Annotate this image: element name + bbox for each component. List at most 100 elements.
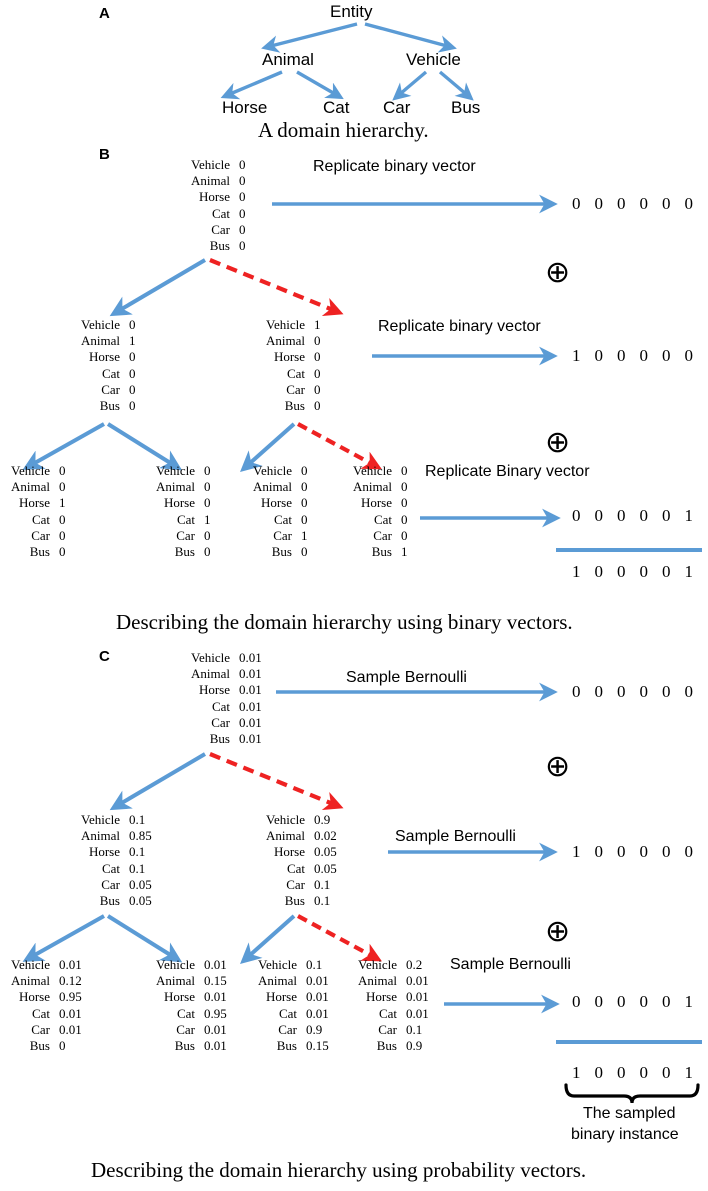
- bit: 0: [662, 682, 671, 701]
- bit: 1: [572, 842, 581, 861]
- label-cat: Cat: [176, 1005, 195, 1021]
- value-bus: 0: [59, 544, 66, 560]
- bit: 0: [684, 682, 694, 701]
- c-l3-sample-arrow: [444, 994, 560, 1014]
- value-vehicle: 0: [401, 463, 408, 478]
- value-car: 1: [301, 527, 308, 543]
- value-cat: 1: [204, 511, 211, 527]
- bit: 0: [662, 346, 671, 365]
- label-vehicle: Vehicle: [191, 650, 230, 665]
- c-sum-vector: 1 0 0 0 0 1: [565, 1063, 700, 1083]
- b-l1-action-label: Replicate binary vector: [313, 158, 476, 175]
- bit: 0: [572, 992, 581, 1011]
- bit: 0: [617, 992, 626, 1011]
- value-bus: 0: [239, 238, 246, 254]
- value-cat: 0: [401, 511, 408, 527]
- label-cat: Cat: [286, 860, 305, 876]
- label-cat: Cat: [378, 1005, 397, 1021]
- label-bus: Bus: [284, 398, 305, 414]
- c-sum-brace: [564, 1083, 700, 1104]
- value-cat: 0: [239, 205, 246, 221]
- value-animal: 0: [314, 333, 321, 349]
- b-sum-vector: 1 0 0 0 0 1: [565, 562, 700, 582]
- label-horse: Horse: [163, 495, 195, 511]
- bit: 0: [617, 346, 626, 365]
- bit: 1: [572, 562, 581, 581]
- label-vehicle: Vehicle: [266, 812, 305, 827]
- label-car: Car: [211, 221, 230, 237]
- label-cat: Cat: [373, 511, 392, 527]
- value-vehicle: 1: [314, 317, 321, 332]
- label-cat: Cat: [176, 511, 195, 527]
- value-vehicle: 0.01: [59, 957, 82, 972]
- value-bus: 0.1: [314, 893, 331, 909]
- b-l2-l3-arrows: [22, 422, 382, 472]
- label-horse: Horse: [360, 495, 392, 511]
- label-animal: Animal: [11, 479, 50, 495]
- b-oplus-1-icon: ⊕: [545, 255, 571, 290]
- value-vehicle: 0: [301, 463, 308, 478]
- tree-node-car: Car: [383, 98, 411, 117]
- label-bus: Bus: [276, 1038, 297, 1054]
- label-horse: Horse: [265, 989, 297, 1005]
- bit: 1: [684, 992, 694, 1011]
- label-cat: Cat: [273, 511, 292, 527]
- bit: 0: [639, 992, 649, 1011]
- tree-node-horse: Horse: [222, 98, 268, 117]
- label-bus: Bus: [174, 544, 195, 560]
- bit: 0: [684, 194, 694, 213]
- bit: 0: [639, 842, 649, 861]
- value-animal: 0.12: [59, 973, 82, 989]
- c-l1-sample-arrow: [276, 682, 558, 702]
- bit: 0: [617, 562, 626, 581]
- label-cat: Cat: [31, 511, 50, 527]
- label-cat: Cat: [211, 205, 230, 221]
- bit: 0: [594, 346, 604, 365]
- value-cat: 0: [59, 511, 66, 527]
- tree-node-animal: Animal: [262, 50, 314, 69]
- label-animal: Animal: [353, 479, 392, 495]
- label-horse: Horse: [88, 349, 120, 365]
- b-l3-replicate-arrow: [420, 508, 561, 528]
- bit: 0: [639, 682, 649, 701]
- c-l2-output-vector: 1 0 0 0 0 0: [565, 842, 700, 862]
- bit: 0: [662, 194, 671, 213]
- value-bus: 0: [314, 398, 321, 414]
- label-animal: Animal: [156, 479, 195, 495]
- label-vehicle: Vehicle: [191, 157, 230, 172]
- value-horse: 0.01: [306, 989, 329, 1005]
- label-car: Car: [273, 527, 292, 543]
- label-cat: Cat: [101, 365, 120, 381]
- value-horse: 0.05: [314, 844, 337, 860]
- value-car: 0: [239, 221, 246, 237]
- label-bus: Bus: [271, 544, 292, 560]
- value-cat: 0: [301, 511, 308, 527]
- b-l2-replicate-arrow: [372, 346, 558, 366]
- b-sum-rule: [556, 548, 702, 552]
- panel-a-caption: A domain hierarchy.: [258, 118, 429, 142]
- label-animal: Animal: [11, 973, 50, 989]
- bit: 0: [662, 842, 671, 861]
- value-bus: 0.9: [406, 1038, 423, 1054]
- value-vehicle: 0: [129, 317, 136, 332]
- label-vehicle: Vehicle: [81, 812, 120, 827]
- label-animal: Animal: [81, 828, 120, 844]
- value-cat: 0.01: [306, 1005, 329, 1021]
- panel-c-letter: C: [99, 648, 110, 665]
- label-vehicle: Vehicle: [358, 957, 397, 972]
- bit: 1: [684, 1063, 694, 1082]
- label-animal: Animal: [358, 973, 397, 989]
- value-car: 0.1: [314, 876, 331, 892]
- c-l1-l2-arrows: [109, 752, 344, 811]
- value-vehicle: 0: [204, 463, 211, 478]
- label-car: Car: [176, 1021, 195, 1037]
- value-horse: 0.1: [129, 844, 146, 860]
- c-l1-output-vector: 0 0 0 0 0 0: [565, 682, 700, 702]
- bit: 0: [594, 506, 604, 525]
- c-sum-rule: [556, 1040, 702, 1044]
